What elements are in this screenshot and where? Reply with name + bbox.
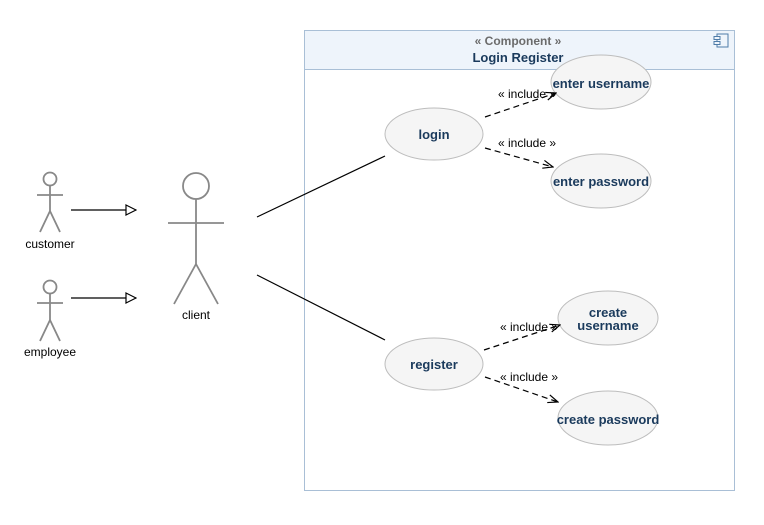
use-case-login[interactable]: login (384, 107, 484, 161)
association-client-login (256, 155, 386, 218)
use-case-enter-username-label: enter username (553, 76, 650, 91)
include-label: « include » (500, 370, 558, 384)
include-register-create-username (483, 325, 560, 351)
use-case-register[interactable]: register (384, 337, 484, 391)
use-case-enter-username[interactable]: enter username (550, 54, 652, 110)
use-case-create-password[interactable]: create password (557, 390, 660, 446)
actor-customer[interactable]: customer (25, 171, 75, 252)
include-label: « include » (498, 87, 556, 101)
include-label: « include » (498, 136, 556, 150)
use-case-create-password-label: create password (557, 412, 660, 427)
use-case-login-label: login (418, 127, 449, 142)
use-case-create-username-label-2: username (577, 318, 638, 333)
actor-head (42, 279, 58, 295)
component-frame (304, 30, 735, 491)
actor-client[interactable]: client (168, 172, 224, 322)
actor-head (42, 171, 58, 187)
include-login-enter-password (484, 147, 553, 167)
actor-employee[interactable]: employee (24, 279, 76, 360)
include-register-create-password (484, 376, 558, 402)
actor-employee-label: employee (24, 345, 76, 359)
use-case-create-username[interactable]: create username (557, 290, 659, 346)
include-login-enter-username (484, 93, 556, 118)
actor-customer-label: customer (25, 237, 74, 251)
component-stereotype: « Component » (475, 34, 562, 48)
use-case-register-label: register (410, 357, 458, 372)
use-case-create-username-label-1: create (589, 305, 627, 320)
component-header (304, 30, 735, 70)
actor-head (182, 172, 210, 200)
actor-client-label: client (182, 308, 211, 322)
include-label: « include » (500, 320, 558, 334)
component-login-register[interactable]: « Component » Login Register (304, 30, 735, 491)
component-title: Login Register (472, 50, 563, 65)
association-client-register (256, 274, 386, 341)
use-case-enter-password[interactable]: enter password (550, 153, 652, 209)
component-icon (713, 33, 729, 48)
use-case-enter-password-label: enter password (553, 174, 649, 189)
